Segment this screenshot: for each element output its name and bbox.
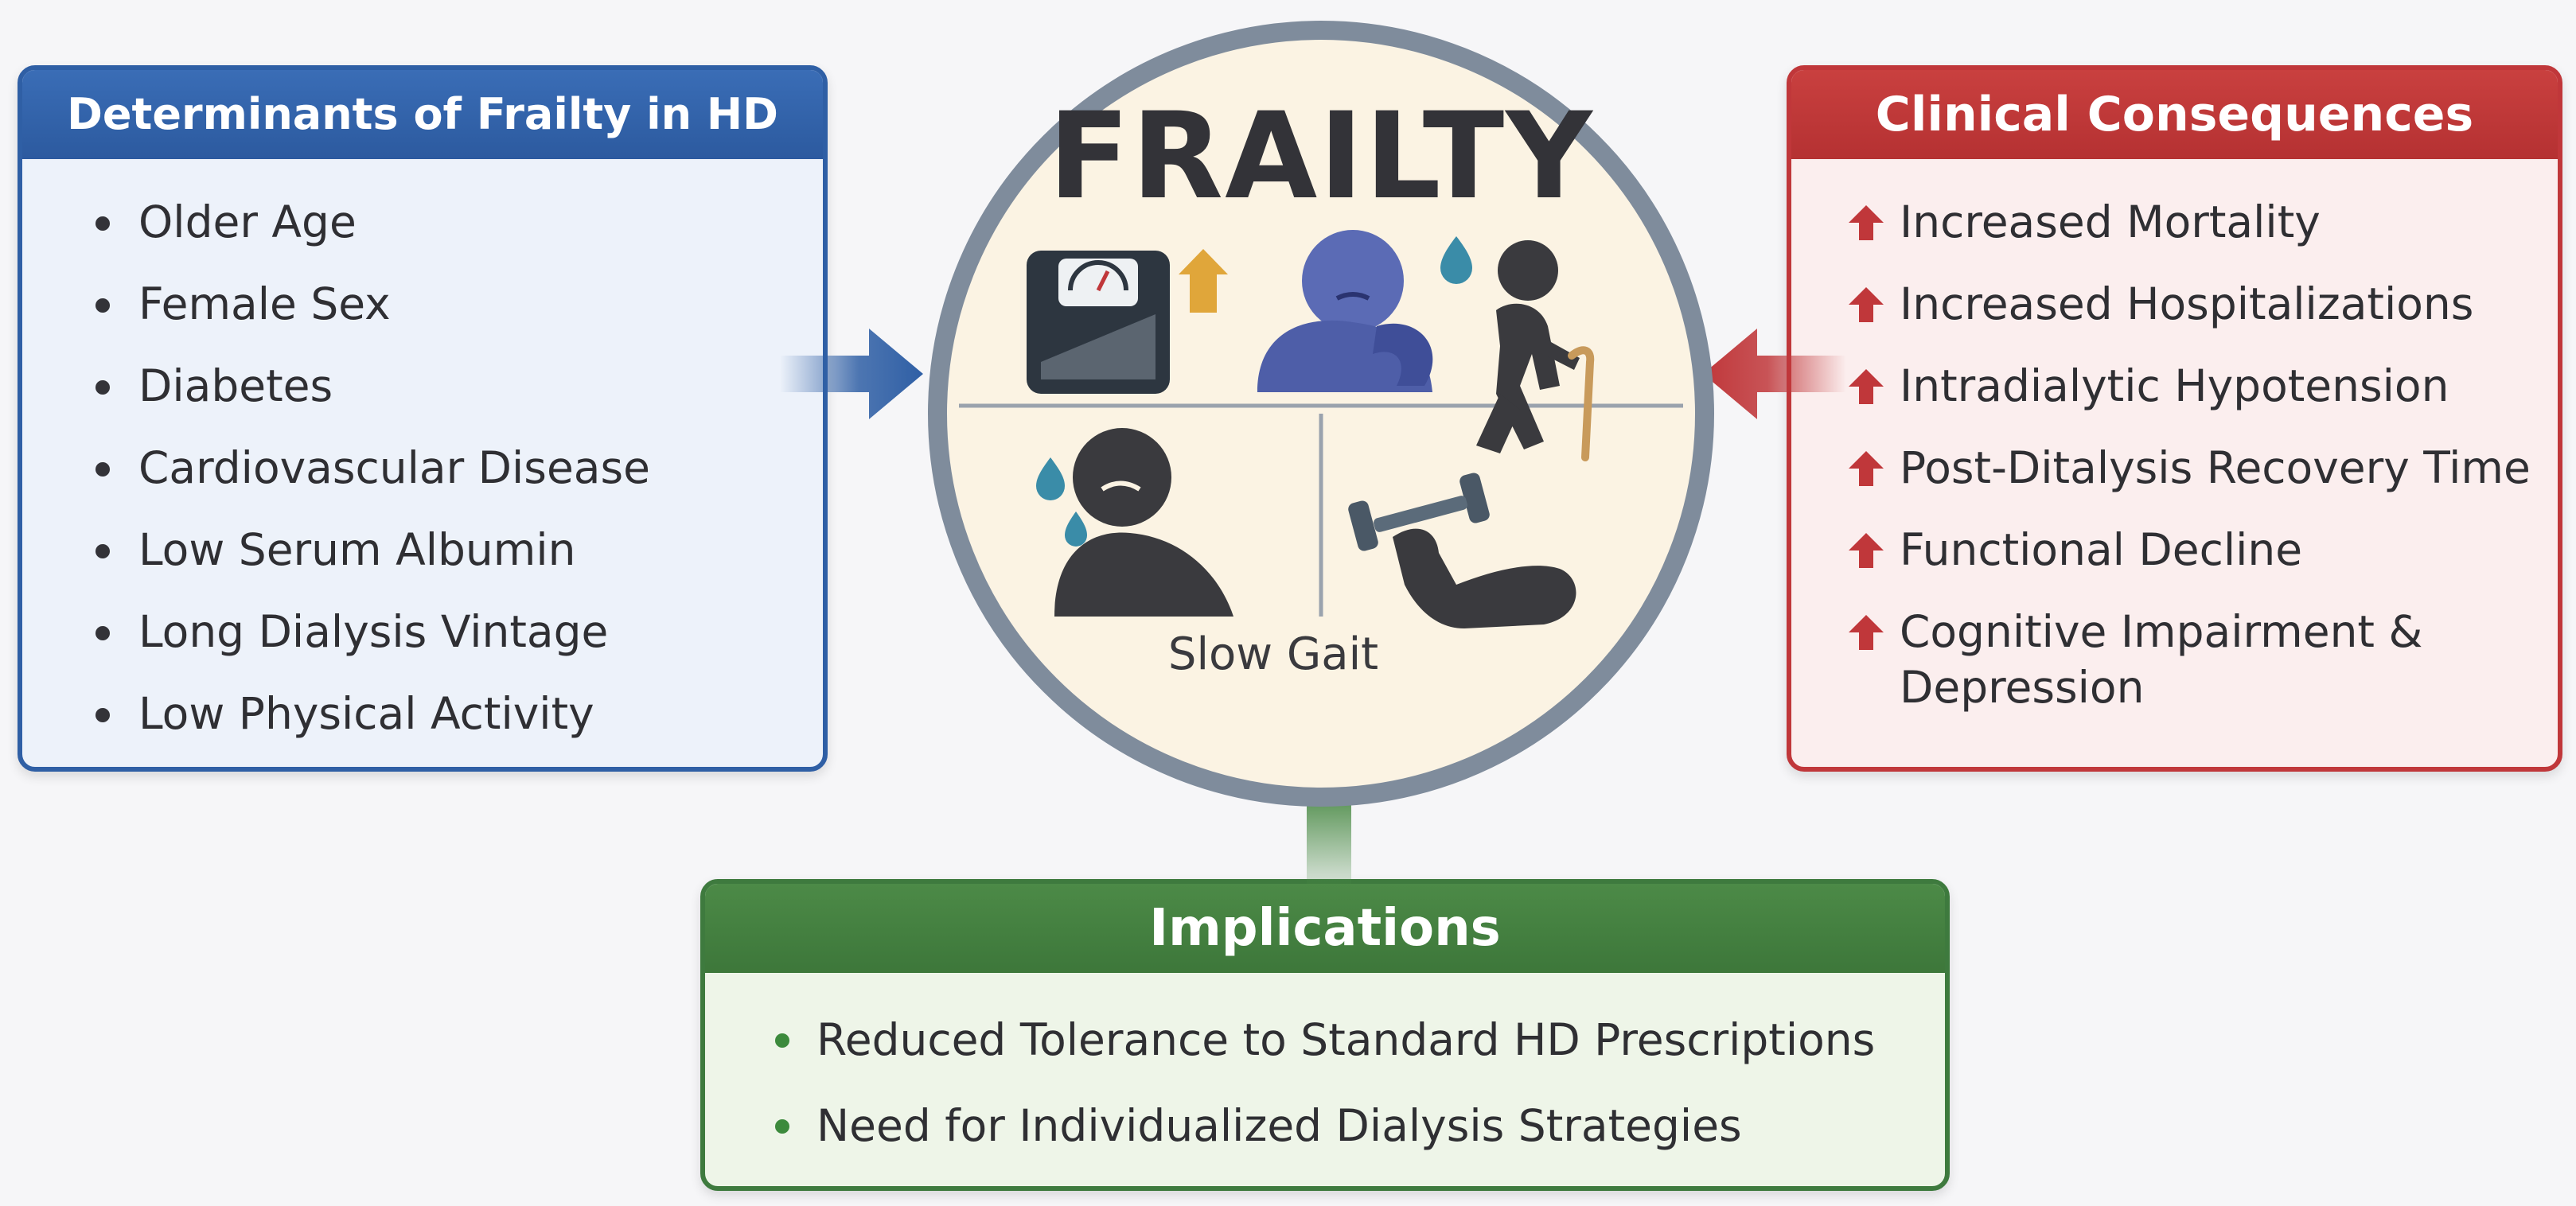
implication-item: Need for Individualized Dialysis Strateg… bbox=[769, 1083, 1945, 1169]
tired-sweating-person-icon bbox=[1036, 428, 1233, 617]
consequence-item: Functional Decline bbox=[1845, 509, 2558, 591]
exhausted-person-icon bbox=[1257, 230, 1472, 392]
slow-gait-label: Slow Gait bbox=[1167, 628, 1379, 680]
consequence-label: Increased Mortality bbox=[1900, 196, 2321, 247]
determinant-item: Cardiovascular Disease bbox=[84, 427, 823, 509]
consequences-title: Clinical Consequences bbox=[1791, 70, 2558, 159]
determinant-item: Diabetes bbox=[84, 345, 823, 427]
consequence-item: Increased Mortality bbox=[1845, 181, 2558, 263]
implications-list: Reduced Tolerance to Standard HD Prescri… bbox=[705, 973, 1945, 1169]
determinant-item: Low Physical Activity bbox=[84, 673, 823, 755]
up-arrow-icon bbox=[1849, 287, 1884, 322]
consequences-body: Increased Mortality Increased Hospitaliz… bbox=[1791, 159, 2558, 715]
determinant-item: Female Sex bbox=[84, 263, 823, 345]
implications-box: Implications Reduced Tolerance to Standa… bbox=[700, 879, 1950, 1191]
determinant-item: Long Dialysis Vintage bbox=[84, 591, 823, 673]
consequence-label: Intradialytic Hypotension bbox=[1900, 360, 2449, 411]
implications-title: Implications bbox=[705, 884, 1945, 973]
determinant-item: Older Age bbox=[84, 181, 823, 263]
frailty-title: FRAILTY bbox=[1048, 88, 1594, 226]
dumbbell-weakness-icon bbox=[1348, 473, 1576, 628]
determinants-title: Determinants of Frailty in HD bbox=[22, 70, 823, 159]
weight-scale-icon bbox=[1027, 251, 1170, 394]
up-arrow-icon bbox=[1849, 369, 1884, 404]
consequence-item: Post-Ditalysis Recovery Time bbox=[1845, 427, 2558, 509]
determinants-body: Older Age Female Sex Diabetes Cardiovasc… bbox=[22, 159, 823, 755]
walking-cane-person-icon bbox=[1476, 240, 1595, 461]
up-arrow-icon bbox=[1849, 533, 1884, 568]
consequence-item: Increased Hospitalizations bbox=[1845, 263, 2558, 345]
consequence-item: Cognitive Impairment & Depression bbox=[1845, 591, 2434, 715]
determinant-item: Low Serum Albumin bbox=[84, 509, 823, 591]
consequences-list: Increased Mortality Increased Hospitaliz… bbox=[1791, 159, 2558, 715]
right-to-center-arrow bbox=[1703, 329, 1846, 419]
up-arrow-icon bbox=[1179, 249, 1228, 313]
up-arrow-icon bbox=[1849, 451, 1884, 486]
up-arrow-icon bbox=[1849, 205, 1884, 240]
left-to-center-arrow bbox=[780, 329, 923, 419]
implications-body: Reduced Tolerance to Standard HD Prescri… bbox=[705, 973, 1945, 1169]
determinants-list: Older Age Female Sex Diabetes Cardiovasc… bbox=[22, 159, 823, 755]
implication-item: Reduced Tolerance to Standard HD Prescri… bbox=[769, 997, 1945, 1083]
consequence-label: Functional Decline bbox=[1900, 524, 2303, 575]
determinants-box: Determinants of Frailty in HD Older Age … bbox=[18, 65, 828, 772]
consequences-box: Clinical Consequences Increased Mortalit… bbox=[1787, 65, 2562, 772]
consequence-label: Cognitive Impairment & Depression bbox=[1900, 606, 2423, 713]
consequence-label: Increased Hospitalizations bbox=[1900, 278, 2474, 329]
consequence-item: Intradialytic Hypotension bbox=[1845, 345, 2558, 427]
frailty-circle bbox=[928, 21, 1714, 807]
up-arrow-icon bbox=[1849, 615, 1884, 650]
consequence-label: Post-Ditalysis Recovery Time bbox=[1900, 442, 2531, 493]
